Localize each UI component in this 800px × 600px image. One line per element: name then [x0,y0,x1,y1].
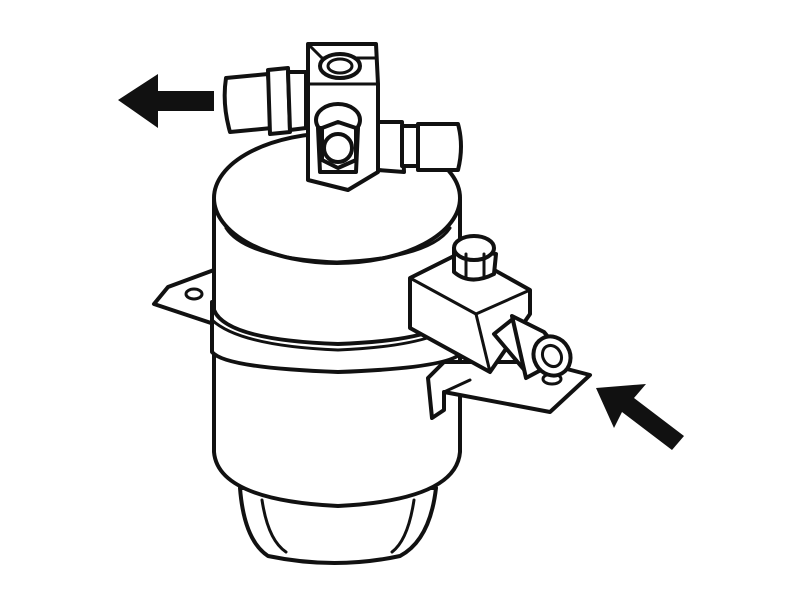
outlet-flow-arrow [118,74,214,128]
side-switch-block [408,234,573,380]
drier-canister [210,131,464,565]
left-mount-bracket [152,268,216,326]
inlet-flow-arrow [596,384,684,450]
top-fitting-block [222,42,463,192]
